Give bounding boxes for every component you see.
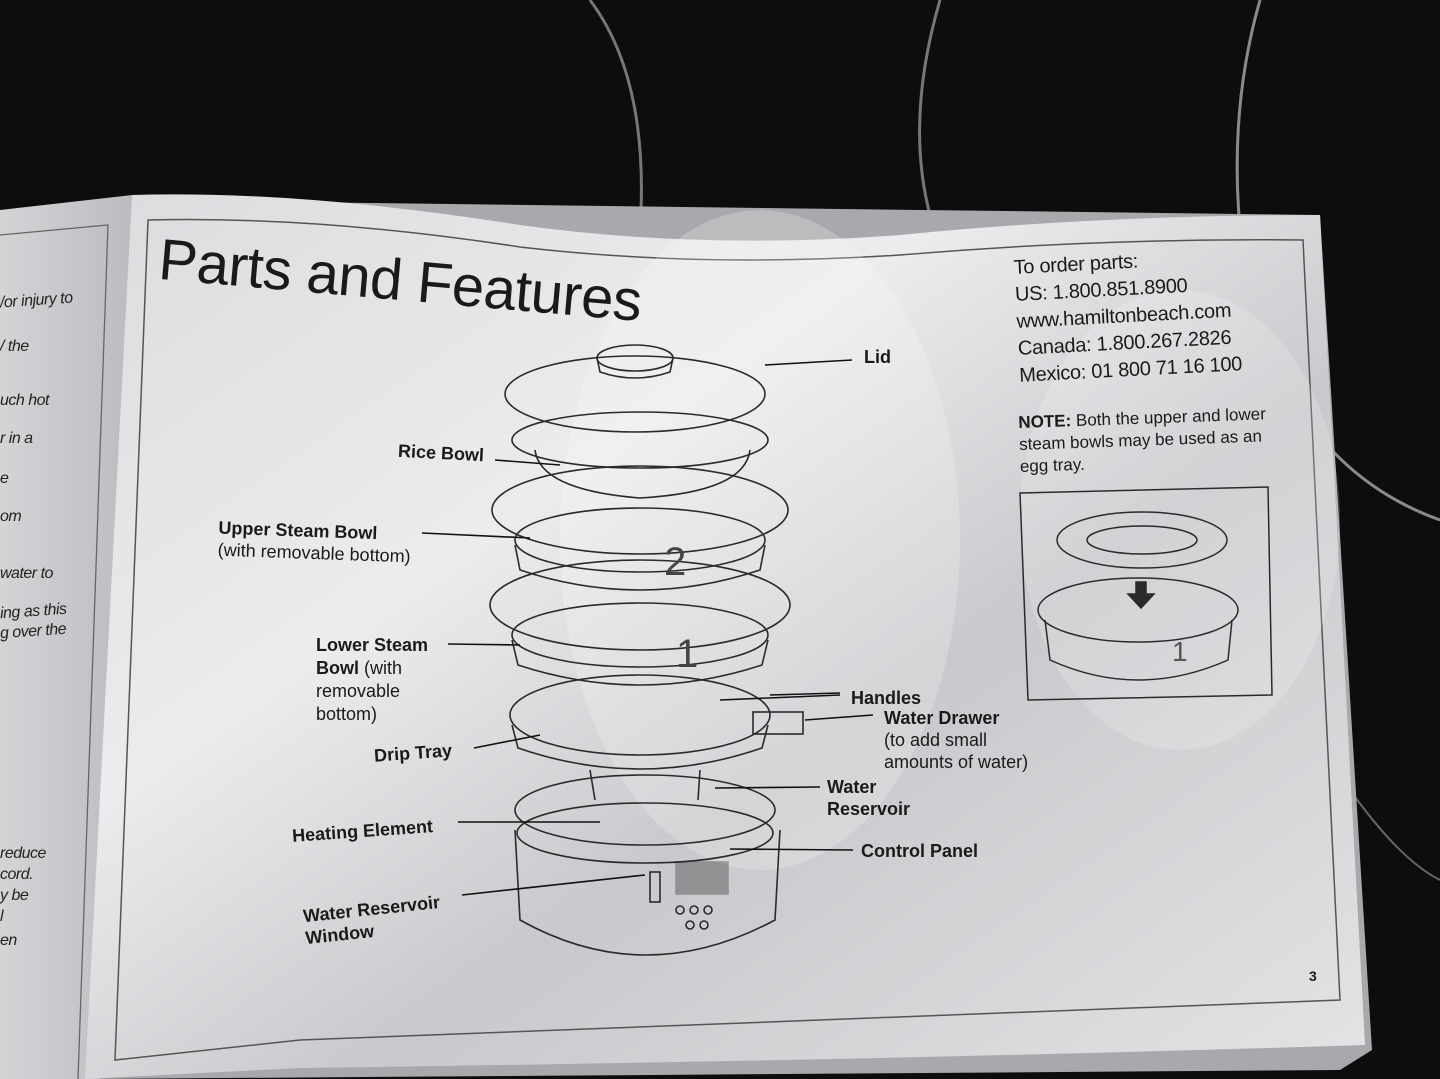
left-fragment: reduce — [0, 845, 46, 862]
right-page-surface — [85, 194, 1365, 1079]
note-label: NOTE: — [1018, 411, 1072, 432]
lower-steam-bowl-note3: bottom) — [316, 704, 378, 724]
base-shape — [514, 829, 781, 956]
left-fragment: en — [0, 932, 17, 949]
left-fragment: y be — [0, 887, 29, 904]
water-reservoir-shape — [514, 774, 776, 846]
note-block: NOTE: Both the upper and lower steam bow… — [1018, 403, 1280, 478]
upper-steam-bowl-shape — [491, 465, 789, 555]
label-water-reservoir: Water Reservoir — [827, 776, 910, 820]
label-water-drawer: Water Drawer (to add small amounts of wa… — [884, 707, 1028, 773]
drip-tray-shape — [509, 674, 771, 756]
lower-steam-bowl-note2: removable — [316, 681, 401, 701]
bowl-number-lower: 1 — [676, 632, 699, 676]
label-upper-steam-bowl: Upper Steam Bowl (with removable bottom) — [217, 517, 411, 568]
inset-bowl-number: 1 — [1172, 636, 1188, 667]
lower-steam-bowl-line2: Bowl — [316, 658, 359, 678]
label-lid: Lid — [864, 347, 891, 367]
water-drawer-note1: (to add small — [884, 730, 988, 750]
leader-lines — [421, 359, 874, 896]
lower-steam-bowl-note1: (with — [364, 658, 403, 678]
left-fragment: om — [0, 508, 22, 525]
left-fragment: e — [0, 470, 9, 487]
page-number: 3 — [1309, 968, 1317, 984]
order-parts-block: To order parts: US: 1.800.851.8900 www.h… — [1013, 243, 1243, 389]
lid-shape — [504, 355, 766, 433]
water-reservoir-line2: Reservoir — [827, 799, 911, 819]
left-fragment: water to — [0, 565, 53, 582]
label-control-panel: Control Panel — [861, 841, 979, 861]
water-drawer-shape — [752, 711, 804, 735]
water-drawer-note2: amounts of water) — [884, 752, 1029, 772]
label-rice-bowl: Rice Bowl — [397, 440, 485, 466]
lower-steam-bowl-line1: Lower Steam — [316, 635, 429, 655]
left-fragment: l — [0, 908, 4, 925]
left-fragment: uch hot — [0, 392, 49, 409]
left-fragment: / the — [0, 338, 29, 355]
bowl-number-upper: 2 — [664, 540, 687, 584]
left-fragment: r in a — [0, 430, 33, 447]
left-fragment: cord. — [0, 866, 34, 883]
lower-steam-bowl-shape — [489, 559, 791, 651]
water-reservoir-line1: Water — [827, 777, 877, 797]
rice-bowl-shape — [511, 411, 769, 469]
label-lower-steam-bowl: Lower Steam Bowl (with removable bottom) — [316, 634, 428, 726]
label-handles: Handles — [851, 688, 922, 708]
egg-tray-inset — [1019, 486, 1273, 701]
water-drawer-title: Water Drawer — [884, 708, 1000, 728]
